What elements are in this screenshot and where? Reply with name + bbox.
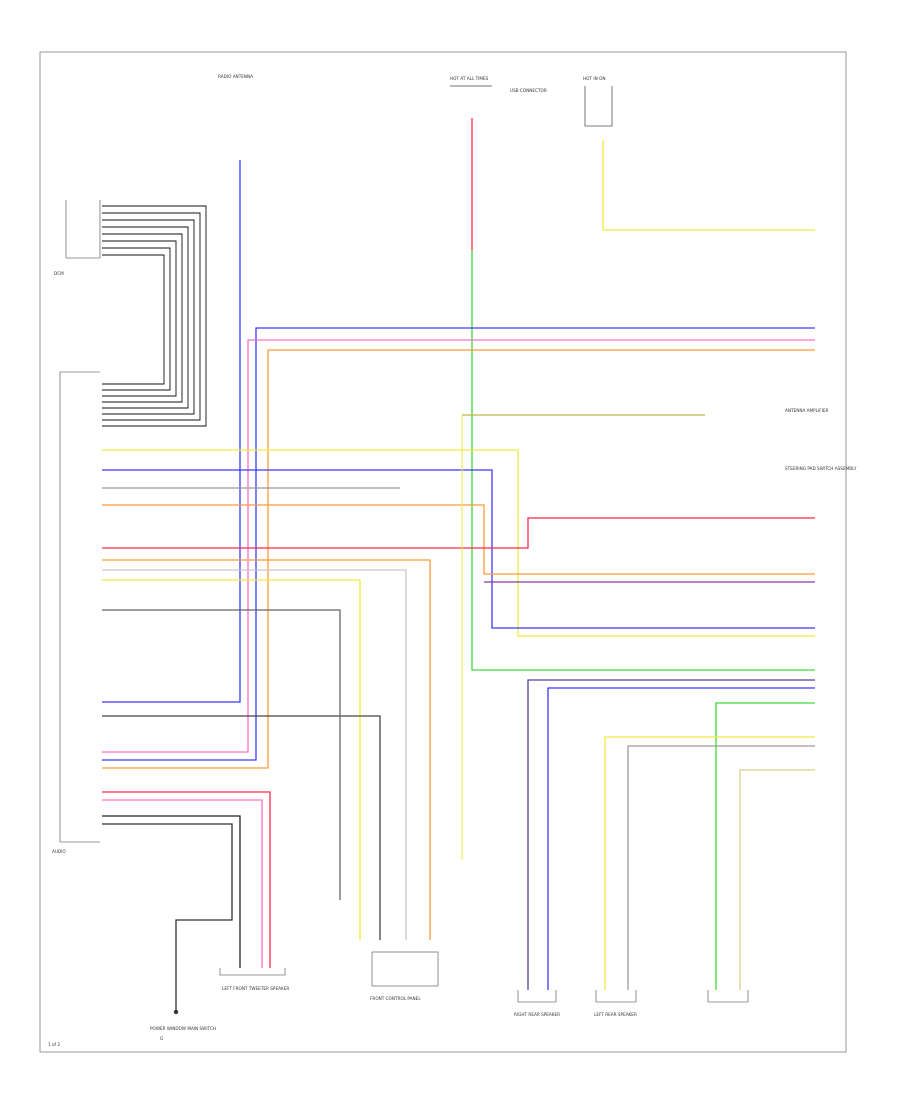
dcm-label: DCM bbox=[54, 271, 64, 276]
wire-orange-long bbox=[102, 349, 815, 769]
wire-yellow-fuse bbox=[602, 140, 815, 231]
ground-note: G bbox=[160, 1036, 163, 1041]
wire-red-tweet bbox=[102, 791, 271, 968]
front-control-label: FRONT CONTROL PANEL bbox=[370, 996, 421, 1001]
wire-red-mid bbox=[102, 517, 815, 549]
ant-amp-label: ANTENNA AMPLIFIER bbox=[785, 408, 829, 413]
steer-switch-label: STEERING PAD SWITCH ASSEMBLY bbox=[785, 466, 857, 471]
audio-unit-component: AUDIO bbox=[52, 371, 100, 854]
wire-black-tweet bbox=[102, 815, 241, 968]
wire-black-lower2 bbox=[102, 609, 341, 900]
wire-bundle bbox=[102, 118, 815, 1010]
wire-orange-mid bbox=[102, 504, 815, 575]
right-rear-label: RIGHT REAR SPEAKER bbox=[514, 1012, 560, 1017]
wire-black-tweet2 bbox=[102, 823, 233, 1010]
wire-blue-mid bbox=[102, 469, 815, 629]
left-front-speaker-label: LEFT FRONT TWEETER SPEAKER bbox=[222, 986, 289, 991]
steering-switch-component: STEERING PAD SWITCH ASSEMBLY bbox=[785, 466, 857, 471]
wire-yellow-lower bbox=[102, 579, 361, 940]
left-rear-label: LEFT REAR SPEAKER bbox=[594, 1012, 637, 1017]
fuse-top-left-label: HOT AT ALL TIMES bbox=[450, 76, 489, 81]
wire-gray-lr bbox=[627, 745, 815, 990]
dcm-component: DCM bbox=[54, 200, 101, 276]
wire-blue-rr bbox=[547, 687, 815, 990]
wire-green-usb bbox=[471, 250, 815, 671]
top-center-fuse: HOT AT ALL TIMES USB CONNECTOR bbox=[450, 76, 547, 93]
top-right-fuse: HOT IN ON bbox=[583, 76, 613, 127]
wire-pink-long bbox=[102, 339, 815, 753]
antenna-amp-component: ANTENNA AMPLIFIER bbox=[785, 408, 829, 413]
wire-orange-lower bbox=[102, 559, 431, 940]
wire-blue-antenna bbox=[102, 160, 241, 703]
ground-component: POWER WINDOW MAIN SWITCH bbox=[150, 1009, 216, 1031]
power-window-label: POWER WINDOW MAIN SWITCH bbox=[150, 1026, 216, 1031]
wire-yellow-mid bbox=[102, 449, 815, 637]
usb-label: USB CONNECTOR bbox=[510, 88, 547, 93]
wire-blue-long bbox=[102, 327, 815, 761]
wire-purple-rr bbox=[527, 679, 815, 990]
front-control-panel: FRONT CONTROL PANEL bbox=[370, 951, 439, 1001]
wire-green-lr bbox=[715, 702, 815, 990]
footer-page: 1 of 2 bbox=[48, 1042, 60, 1047]
wire-tan-lr bbox=[739, 769, 815, 990]
wire-black-lower bbox=[102, 715, 381, 940]
radio-antenna-label: RADIO ANTENNA bbox=[218, 74, 253, 79]
wire-gray-lower bbox=[102, 569, 407, 940]
wire-pink-tweet bbox=[102, 799, 263, 968]
right-front-speaker bbox=[707, 990, 749, 1003]
left-front-tweeter: LEFT FRONT TWEETER SPEAKER bbox=[219, 968, 289, 991]
left-rear-speaker: LEFT REAR SPEAKER bbox=[594, 990, 637, 1017]
top-left-antenna: RADIO ANTENNA bbox=[218, 74, 253, 79]
diagram-frame bbox=[39, 51, 847, 1053]
audio-unit-label: AUDIO bbox=[52, 849, 66, 854]
right-rear-speaker: RIGHT REAR SPEAKER bbox=[514, 990, 560, 1017]
dcm-harness bbox=[102, 205, 207, 427]
wire-yellow-lr bbox=[604, 736, 815, 990]
fuse-top-right-label: HOT IN ON bbox=[583, 76, 605, 81]
